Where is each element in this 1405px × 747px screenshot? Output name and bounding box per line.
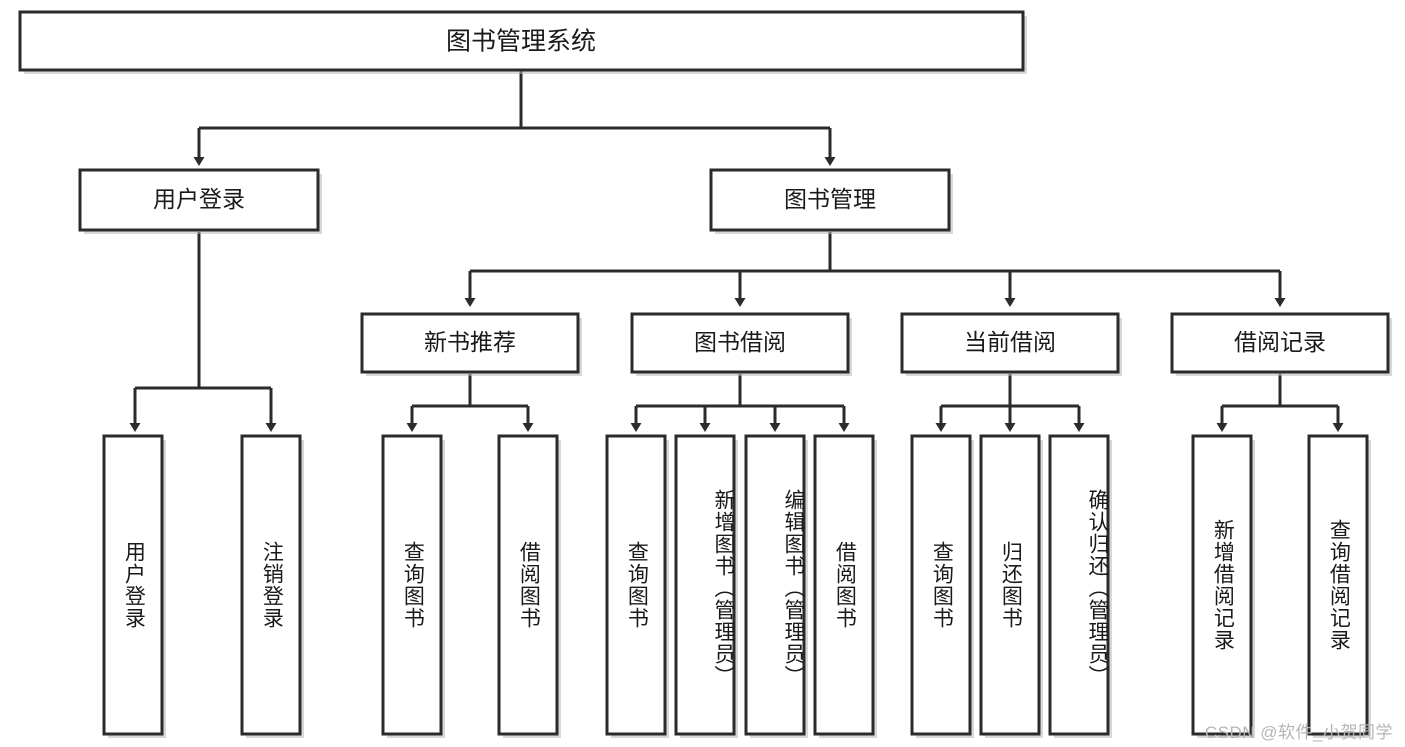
leaf-box-user-login-1[interactable] (240, 434, 302, 736)
connector-group-root (193, 70, 836, 166)
node-user-login[interactable]: 用户登录 (78, 168, 322, 234)
leaf-rects-new-book (381, 434, 561, 738)
leaf-box-book-borrow-2[interactable] (744, 434, 806, 736)
leaf-box-current-borrow-1[interactable] (979, 434, 1041, 736)
connector-group-book-borrow (630, 374, 850, 432)
leaf-box-borrow-record-0[interactable] (1191, 434, 1253, 736)
node-book-manage-label: 图书管理 (784, 186, 876, 212)
leaf-box-user-login-0[interactable] (102, 434, 164, 736)
connector-group-book-manage (464, 232, 1286, 307)
leaf-box-new-book-0[interactable] (381, 434, 443, 736)
leaf-rects-book-borrow (605, 434, 877, 738)
leaf-box-current-borrow-2[interactable] (1048, 434, 1110, 736)
node-user-login-label: 用户登录 (153, 186, 245, 212)
connector-group-current-borrow (935, 374, 1085, 432)
node-current-borrow-label: 当前借阅 (964, 329, 1056, 355)
node-current-borrow[interactable]: 当前借阅 (900, 312, 1122, 376)
node-root-label: 图书管理系统 (446, 28, 596, 56)
node-new-book-recommend-label: 新书推荐 (424, 329, 516, 355)
node-borrow-record-label: 借阅记录 (1234, 329, 1326, 355)
node-new-book-recommend[interactable]: 新书推荐 (360, 312, 582, 376)
node-borrow-record[interactable]: 借阅记录 (1170, 312, 1392, 376)
leaf-box-new-book-1[interactable] (497, 434, 559, 736)
connector-group-new-book (406, 374, 534, 432)
node-book-borrow-label: 图书借阅 (694, 329, 786, 355)
leaf-box-current-borrow-0[interactable] (910, 434, 972, 736)
node-book-borrow[interactable]: 图书借阅 (630, 312, 852, 376)
leaf-box-book-borrow-1[interactable] (674, 434, 736, 736)
leaf-box-book-borrow-3[interactable] (813, 434, 875, 736)
connector-group-user-login (129, 232, 277, 432)
leaf-rects-current-borrow (910, 434, 1112, 738)
node-root[interactable]: 图书管理系统 (18, 10, 1027, 74)
connector-group-borrow-record (1216, 374, 1344, 432)
leaf-box-borrow-record-1[interactable] (1307, 434, 1369, 736)
watermark-text: CSDN @软件_小贺同学 (1204, 723, 1393, 742)
leaf-rects-user-login (102, 434, 304, 738)
node-book-manage[interactable]: 图书管理 (709, 168, 953, 234)
leaf-box-book-borrow-0[interactable] (605, 434, 667, 736)
leaf-rects-borrow-record (1191, 434, 1371, 738)
